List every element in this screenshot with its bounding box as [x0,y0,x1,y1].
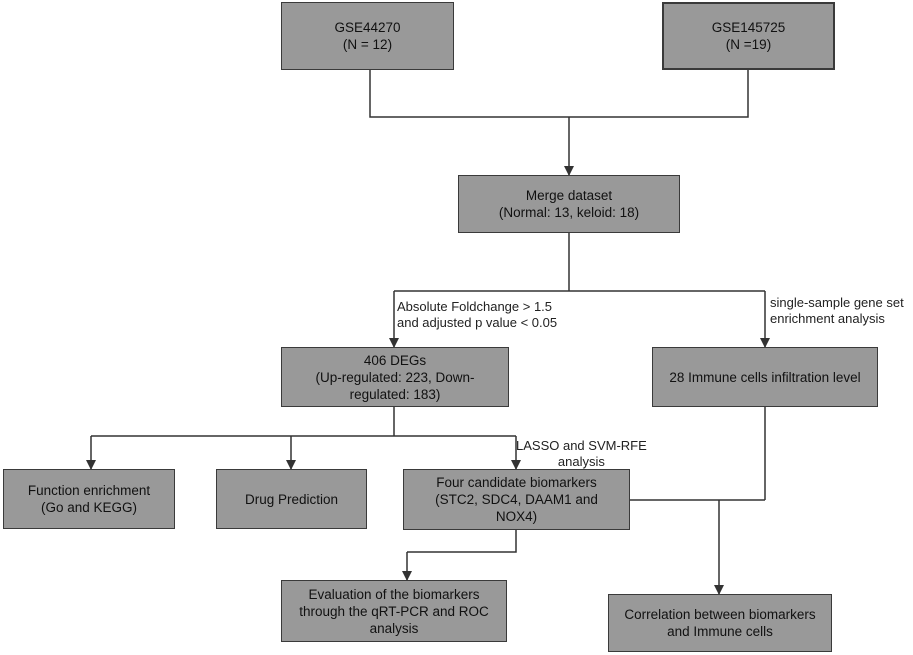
node-correlation: Correlation between biomarkers and Immun… [608,594,832,652]
edge-label-deg-criteria: Absolute Foldchange > 1.5 and adjusted p… [397,299,557,331]
node-text: 406 DEGs [363,352,427,368]
edge-label-text: analysis [557,454,605,469]
edge-label-text: Absolute Foldchange > 1.5 [397,299,553,314]
node-candidate-biomarkers: Four candidate biomarkers (STC2, SDC4, D… [403,469,630,530]
connector-gse44270-merge [369,70,569,118]
node-text: Evaluation of the biomarkers [308,586,480,602]
node-text: Drug Prediction [244,491,339,507]
node-text: Four candidate biomarkers [436,475,597,490]
node-text: analysis [369,620,419,636]
node-text: (Normal: 13, keloid: 18) [498,205,640,220]
node-text: (N = 12) [342,37,393,52]
edge-label-lasso: LASSO and SVM-RFE analysis [516,438,647,470]
edge-label-ssgsea: single-sample gene set enrichment analys… [770,295,904,327]
node-text: Function enrichment [27,483,151,498]
node-evaluation: Evaluation of the biomarkers through the… [281,580,507,642]
node-gse44270: GSE44270 (N = 12) [281,2,454,70]
edge-label-text: and adjusted p value < 0.05 [397,315,558,330]
node-text: Merge dataset [525,188,613,203]
edge-label-text: enrichment analysis [770,311,885,326]
node-merge-dataset: Merge dataset (Normal: 13, keloid: 18) [458,175,680,233]
connector-gse145725-merge [569,70,749,118]
connector-biomarkers-eval [407,530,517,553]
node-text: (Go and KEGG) [40,500,138,515]
node-drug-prediction: Drug Prediction [216,469,367,529]
node-text: Correlation between biomarkers [624,607,816,622]
node-text: GSE44270 [334,20,401,35]
node-immune-infiltration: 28 Immune cells infiltration level [652,347,878,407]
node-text: 28 Immune cells infiltration level [669,369,861,385]
node-degs: 406 DEGs (Up-regulated: 223, Down- regul… [281,347,509,407]
edge-label-text: single-sample gene set [770,295,904,310]
node-text: (Up-regulated: 223, Down- [315,369,475,385]
node-text: through the qRT-PCR and ROC [299,603,489,619]
edge-label-text: LASSO and SVM-RFE [516,438,647,453]
node-text: NOX4) [495,509,538,524]
node-gse145725: GSE145725 (N =19) [662,2,835,70]
node-function-enrichment: Function enrichment (Go and KEGG) [3,469,175,529]
node-text: and Immune cells [667,624,773,639]
node-text: regulated: 183) [349,386,441,402]
node-text: (STC2, SDC4, DAAM1 and [435,492,598,507]
node-text: (N =19) [725,37,772,52]
node-text: GSE145725 [711,20,786,35]
